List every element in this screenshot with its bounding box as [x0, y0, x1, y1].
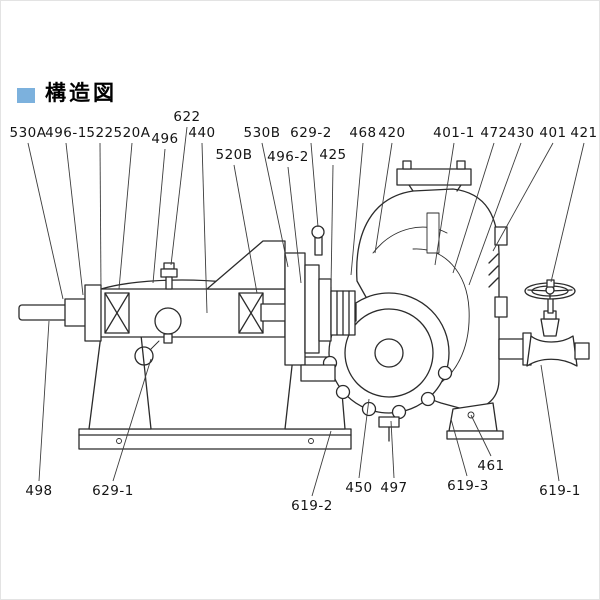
drain-plug [378, 416, 400, 428]
part-label: 401 [539, 125, 567, 141]
part-label: 520B [215, 147, 253, 163]
part-label: 619-3 [447, 478, 489, 494]
oiler-bulb [154, 307, 182, 335]
leader-lines [27, 126, 585, 497]
casing-back-plate [284, 252, 306, 366]
part-label: 530B [243, 125, 281, 141]
part-label: 461 [477, 458, 505, 474]
discharge-flange [396, 168, 472, 186]
gland [318, 278, 332, 342]
part-label: 530A [9, 125, 47, 141]
base-plate [78, 428, 352, 450]
part-label: 619-2 [291, 498, 333, 514]
part-label: 496 [151, 131, 179, 147]
part-label: 425 [319, 147, 347, 163]
part-label: 629-2 [290, 125, 332, 141]
part-label: 496-2 [267, 149, 309, 165]
part-label: 420 [378, 125, 406, 141]
part-label: 472 [480, 125, 508, 141]
part-label: 619-1 [539, 483, 581, 499]
adapter-bracket [206, 240, 286, 290]
part-label: 440 [188, 125, 216, 141]
eye-bolt [311, 225, 325, 239]
stuffing-box [304, 264, 320, 354]
part-label: 498 [25, 483, 53, 499]
part-label: 497 [380, 480, 408, 496]
oiler-cap [163, 262, 175, 270]
pump-drawing [18, 160, 590, 450]
valve-body [526, 335, 578, 367]
section-marker-icon [17, 88, 35, 103]
part-label: 421 [570, 125, 598, 141]
part-label: 520A [113, 125, 151, 141]
casing-cover [328, 292, 450, 414]
drip-pocket [300, 364, 336, 382]
valve-bonnet [540, 318, 560, 337]
seal-ring [134, 346, 154, 366]
impeller-hub [426, 212, 440, 254]
part-label: 430 [507, 125, 535, 141]
part-label: 468 [349, 125, 377, 141]
page-title: 構造図 [45, 81, 117, 105]
part-label: 622 [173, 109, 201, 125]
part-label: 401-1 [433, 125, 475, 141]
suction-pipe [498, 338, 526, 360]
part-label: 629-1 [92, 483, 134, 499]
part-label: 522 [86, 125, 114, 141]
part-label: 496-1 [45, 125, 87, 141]
left-pedestal [88, 334, 152, 430]
part-label: 450 [345, 480, 373, 496]
bearing-end-cap [84, 284, 102, 342]
